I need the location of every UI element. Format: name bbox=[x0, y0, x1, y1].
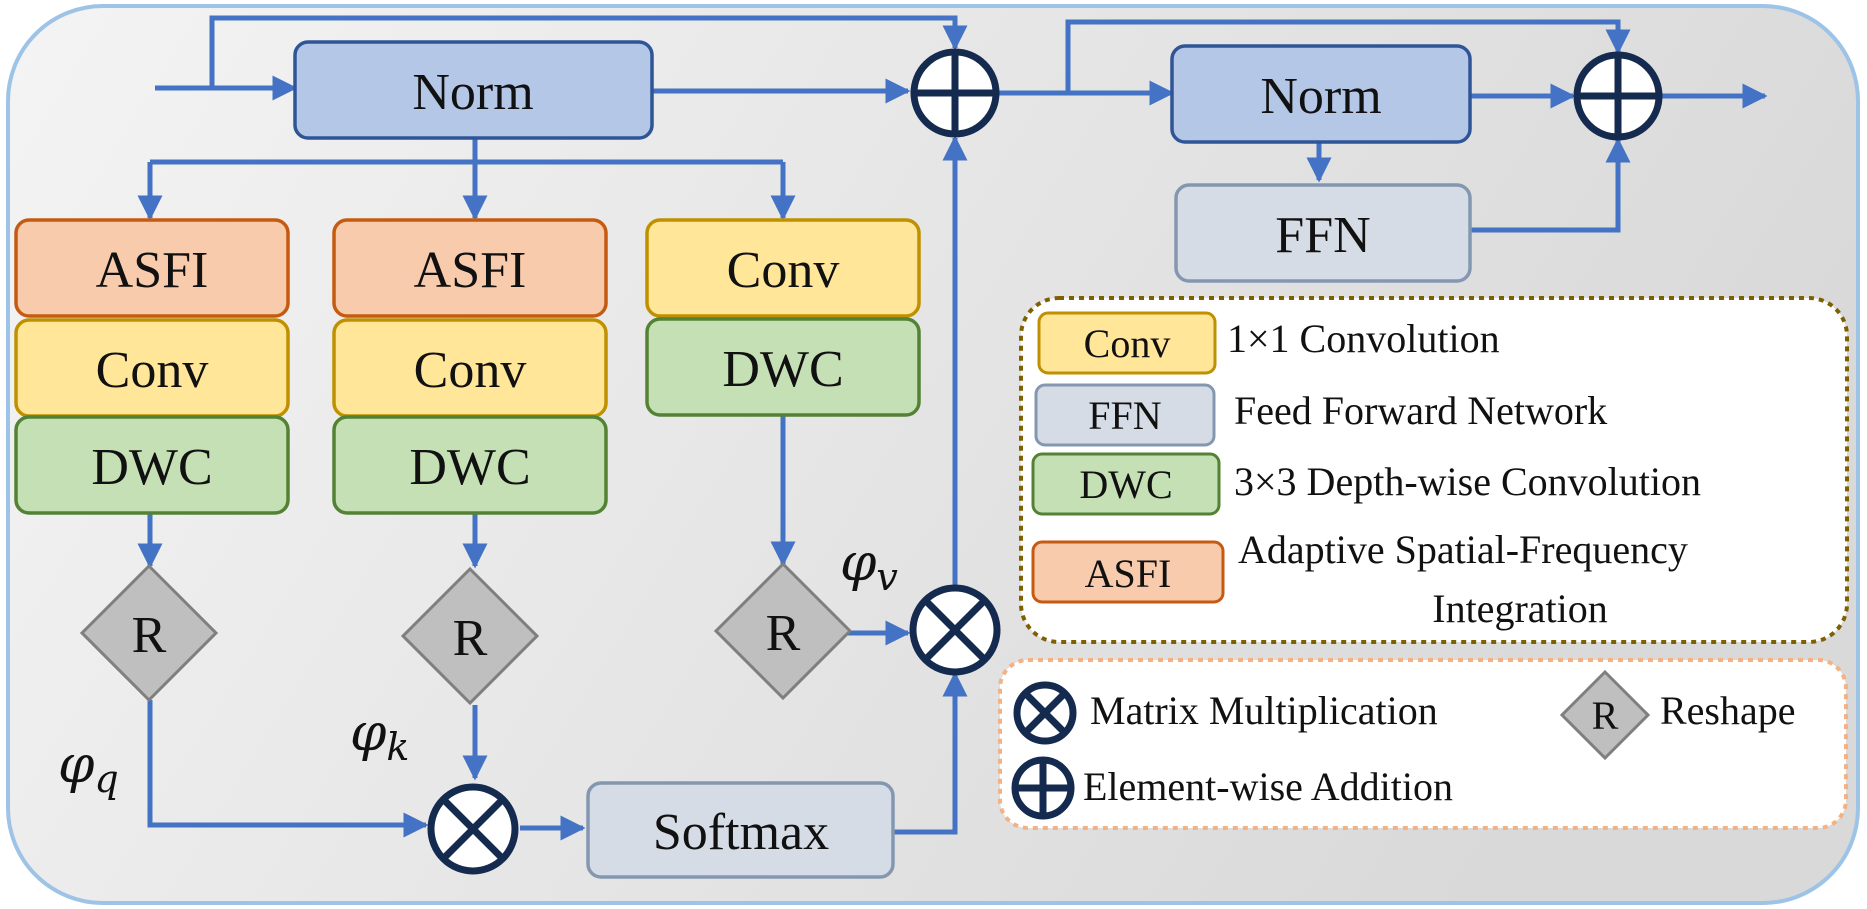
ffn-to-add2-arrow bbox=[1467, 137, 1631, 233]
conv-block-q-label: Conv bbox=[96, 342, 209, 399]
phi-v-label: φv bbox=[840, 533, 898, 599]
reshape-diamond-v-label: R bbox=[766, 605, 801, 662]
dwc-block-k-label: DWC bbox=[409, 439, 530, 496]
softmax-to-matmul-v-arrow bbox=[892, 671, 968, 835]
softmax-block-label: Softmax bbox=[653, 804, 829, 861]
reshape-diamond-q-label: R bbox=[132, 607, 167, 664]
legend-conv-swatch-label: Conv bbox=[1084, 321, 1171, 366]
flow-lines bbox=[137, 15, 1768, 841]
matmul-operator-qk bbox=[427, 783, 519, 875]
branch-v: Conv DWC bbox=[645, 218, 921, 417]
q-to-matmul-arrow bbox=[147, 700, 429, 838]
phi-q-label: φq bbox=[58, 735, 119, 801]
reshape-diamond-k-label: R bbox=[453, 610, 488, 667]
matrix-multiplication-icon bbox=[1013, 681, 1077, 745]
conv-block-k-label: Conv bbox=[414, 342, 527, 399]
legend-asfi-label-line2: Integration bbox=[1432, 586, 1608, 631]
dwc-block-q-label: DWC bbox=[91, 439, 212, 496]
asfi-block-q bbox=[14, 218, 290, 318]
dwc-block-v-label: DWC bbox=[722, 341, 843, 398]
norm-block-1 bbox=[293, 40, 654, 140]
asfi-block-k bbox=[332, 218, 608, 318]
legend-ffn-swatch-label: FFN bbox=[1088, 393, 1161, 438]
legend-add-label: Element-wise Addition bbox=[1083, 764, 1453, 809]
legend-blocks-frame bbox=[1019, 296, 1849, 644]
skip-connection-1 bbox=[209, 15, 968, 88]
legend-asfi-label-line1: Adaptive Spatial-Frequency bbox=[1238, 527, 1688, 572]
legend-blocks: Conv 1×1 Convolution FFN Feed Forward Ne… bbox=[1019, 296, 1849, 644]
dwc-block-v bbox=[645, 317, 921, 417]
legend-dwc-label: 3×3 Depth-wise Convolution bbox=[1234, 459, 1701, 504]
phi-k-label: φk bbox=[350, 703, 409, 769]
dwc-block-q bbox=[14, 415, 290, 515]
legend-asfi-swatch bbox=[1031, 540, 1225, 604]
norm-block-2-label: Norm bbox=[1260, 68, 1381, 125]
legend-matmul-label: Matrix Multiplication bbox=[1090, 688, 1438, 733]
ffn-block-label: FFN bbox=[1275, 207, 1370, 264]
legend-conv-label: 1×1 Convolution bbox=[1227, 316, 1500, 361]
branch-q: ASFI Conv DWC bbox=[14, 218, 290, 515]
asfi-block-k-label: ASFI bbox=[414, 242, 527, 299]
legend-operators: Matrix Multiplication R Reshape Element-… bbox=[998, 658, 1848, 830]
legend-dwc-swatch bbox=[1031, 452, 1221, 516]
legend-conv-swatch bbox=[1037, 311, 1217, 375]
add-operator-1 bbox=[910, 48, 1000, 138]
reshape-diamond-k bbox=[400, 566, 540, 706]
element-wise-addition-icon bbox=[1011, 756, 1075, 820]
legend-ffn-swatch bbox=[1034, 383, 1216, 447]
dwc-block-k bbox=[332, 415, 608, 515]
reshape-diamond-q bbox=[79, 563, 219, 703]
norm-block-2 bbox=[1170, 44, 1472, 144]
legend-dwc-swatch-label: DWC bbox=[1079, 462, 1172, 507]
legend-asfi-swatch-label: ASFI bbox=[1085, 551, 1172, 596]
legend-ffn-label: Feed Forward Network bbox=[1234, 388, 1607, 433]
reshape-diamond-v bbox=[713, 561, 853, 701]
matmul-operator-v bbox=[909, 584, 1001, 676]
conv-block-v-label: Conv bbox=[727, 242, 840, 299]
conv-block-v bbox=[645, 218, 921, 318]
legend-reshape-swatch-label: R bbox=[1592, 693, 1619, 738]
skip-connection-2 bbox=[1065, 19, 1631, 93]
norm-block-1-label: Norm bbox=[412, 64, 533, 121]
softmax-block bbox=[586, 781, 895, 879]
asfi-block-q-label: ASFI bbox=[96, 242, 209, 299]
legend-reshape-label: Reshape bbox=[1660, 688, 1796, 733]
ffn-block bbox=[1174, 183, 1472, 283]
add-operator-2 bbox=[1573, 51, 1663, 141]
legend-reshape-swatch bbox=[1559, 669, 1651, 761]
branch-k: ASFI Conv DWC bbox=[332, 218, 608, 515]
